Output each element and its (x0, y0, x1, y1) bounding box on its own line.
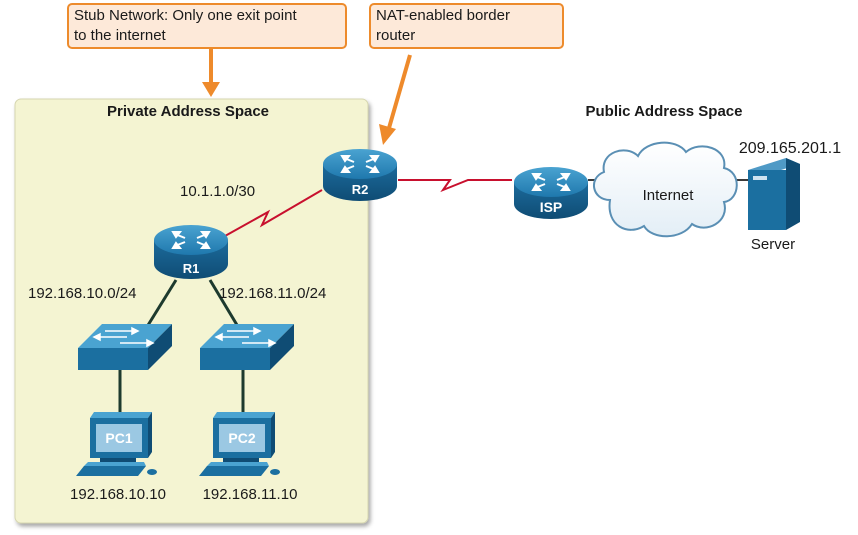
lan1-subnet-label: 192.168.10.0/24 (28, 285, 136, 302)
internet-label: Internet (643, 187, 695, 204)
nat-callout-line1: NAT-enabled border (376, 7, 510, 24)
pc2-ip-label: 192.168.11.10 (203, 486, 298, 503)
link-r1-r2 (224, 189, 323, 237)
r1-r2-subnet-label: 10.1.1.0/30 (180, 183, 255, 200)
stub-callout-arrow (202, 49, 220, 97)
link-r1-sw2 (208, 279, 242, 331)
router-r1-label: R1 (183, 261, 200, 276)
server-label: Server (751, 236, 795, 253)
router-r2[interactable]: R2 (323, 149, 397, 201)
router-isp-label: ISP (540, 199, 563, 215)
stub-callout-line2: to the internet (74, 27, 167, 44)
internet-cloud[interactable]: Internet (593, 141, 738, 238)
private-zone-title: Private Address Space (107, 103, 269, 120)
router-arrows-icon (171, 231, 211, 249)
router-arrows-icon (531, 173, 571, 191)
pc1-ip-label: 192.168.10.10 (70, 486, 166, 503)
lan2-subnet-label: 192.168.11.0/24 (219, 285, 326, 302)
link-r1-sw1 (143, 279, 178, 331)
server-drive-icon (753, 176, 767, 180)
switch-2[interactable] (200, 324, 294, 370)
mouse-icon (147, 469, 157, 475)
router-r1[interactable]: R1 (154, 225, 228, 279)
switch-arrows-icon (214, 326, 277, 348)
private-address-zone (14, 98, 369, 524)
server[interactable]: Server (748, 158, 800, 253)
switch-arrows-icon (92, 326, 155, 348)
router-arrows-icon (340, 155, 380, 173)
router-r2-label: R2 (352, 182, 369, 197)
pc-1[interactable]: PC1 (76, 412, 157, 476)
link-r2-isp (398, 179, 512, 193)
nat-callout-arrow (379, 54, 412, 145)
stub-callout-line1: Stub Network: Only one exit point (74, 7, 297, 24)
pc-2[interactable]: PC2 (199, 412, 280, 476)
server-ip-label: 209.165.201.1 (739, 140, 841, 157)
nat-callout-line2: router (376, 27, 415, 44)
switch-1[interactable] (78, 324, 172, 370)
public-zone-title: Public Address Space (585, 103, 742, 120)
pc2-label: PC2 (228, 430, 255, 446)
nat-router-callout (369, 3, 564, 49)
mouse-icon (270, 469, 280, 475)
pc1-label: PC1 (105, 430, 132, 446)
stub-network-callout (67, 3, 347, 49)
router-isp[interactable]: ISP (514, 167, 588, 219)
